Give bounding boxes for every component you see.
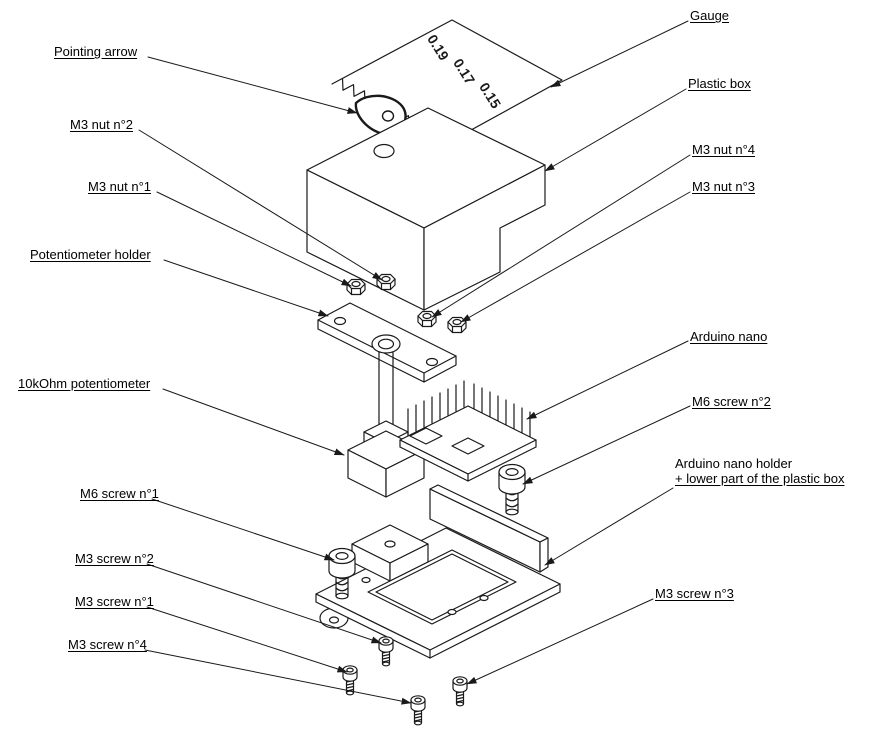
potentiometer-holder-part — [317, 302, 457, 383]
label-arduino-nano: Arduino nano — [690, 329, 768, 344]
box-top-hole — [373, 143, 395, 159]
label-m3-screw-2: M3 screw n°2 — [75, 551, 154, 566]
label-m3-nut-4: M3 nut n°4 — [692, 142, 756, 157]
leader-line — [526, 340, 689, 420]
leader-line — [431, 154, 691, 318]
m3-screw-2-part — [378, 636, 394, 667]
m3-nut-4-part — [417, 310, 437, 328]
leader-line — [144, 649, 412, 705]
m3-nut-3-part — [447, 316, 467, 334]
label-m3-nut-2: M3 nut n°2 — [70, 117, 134, 132]
label-10kohm-potentiometer: 10kOhm potentiometer — [18, 376, 151, 391]
label-arduino-nano-holder: Arduino nano holder + lower part of the … — [675, 456, 844, 486]
m3-screw-3-part — [452, 676, 468, 707]
label-m3-screw-4: M3 screw n°4 — [68, 637, 147, 652]
label-arduino-nano-holder-line2: + lower part of the plastic box — [675, 471, 845, 486]
leader-line — [146, 606, 348, 673]
label-gauge: Gauge — [690, 8, 730, 23]
leader-line — [146, 563, 382, 644]
label-m6-screw-2: M6 screw n°2 — [692, 394, 771, 409]
leader-line — [156, 191, 352, 287]
leader-line — [522, 405, 691, 485]
leader-line — [544, 88, 687, 172]
label-m6-screw-1: M6 screw n°1 — [80, 486, 159, 501]
label-m3-nut-1: M3 nut n°1 — [88, 179, 152, 194]
m3-nut-2-part — [376, 273, 396, 291]
leader-line — [544, 487, 674, 566]
leader-line — [163, 259, 329, 317]
m3-screw-4-part — [410, 695, 426, 726]
potentiometer-part — [347, 351, 425, 498]
plastic-box-part — [306, 107, 546, 311]
usb-connector — [409, 427, 443, 445]
label-m3-screw-1: M3 screw n°1 — [75, 594, 154, 609]
leader-line — [138, 129, 383, 281]
arduino-nano-part — [399, 380, 537, 482]
base-assembly-part — [315, 484, 561, 659]
label-potentiometer-holder: Potentiometer holder — [30, 247, 151, 262]
leader-line — [460, 191, 691, 323]
arduino-pins — [407, 380, 531, 439]
leader-line — [151, 498, 335, 561]
leader-lines — [138, 20, 691, 705]
leader-line — [550, 20, 689, 88]
leader-line — [162, 388, 345, 456]
label-plastic-box: Plastic box — [688, 76, 751, 91]
m6-screw-2-part — [498, 463, 526, 516]
label-m3-nut-3: M3 nut n°3 — [692, 179, 756, 194]
leader-line — [466, 598, 654, 685]
label-arduino-nano-holder-line1: Arduino nano holder — [675, 456, 793, 471]
label-m3-screw-3: M3 screw n°3 — [655, 586, 734, 601]
leader-line — [147, 56, 358, 114]
ic-chip — [451, 437, 485, 455]
label-pointing-arrow: Pointing arrow — [54, 44, 138, 59]
m3-nut-1-part — [346, 278, 366, 296]
